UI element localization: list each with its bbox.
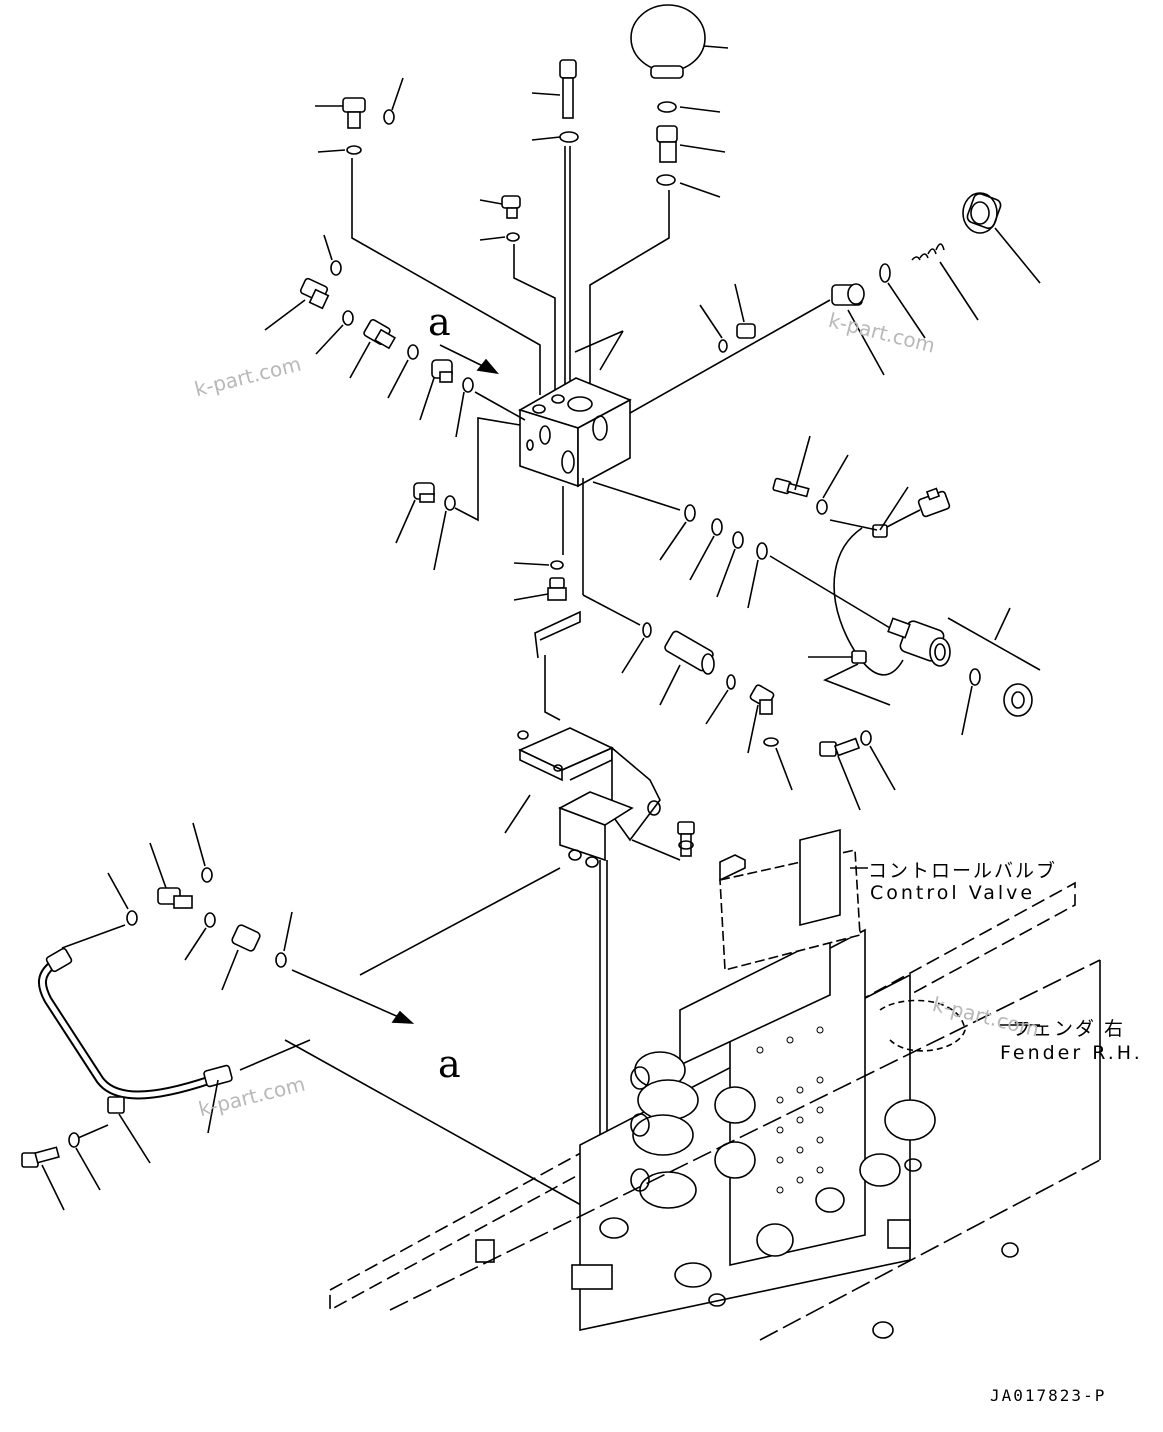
hose-clamp [107, 1096, 151, 1164]
bolt-harness [772, 435, 811, 498]
o-ring-row-3 [716, 531, 744, 598]
adapter-top [656, 125, 726, 163]
o-ring-right [879, 263, 926, 339]
o-ring-left-2 [387, 344, 419, 399]
mounting-bracket [504, 610, 681, 868]
plug-right-small [734, 283, 756, 339]
control-valve [329, 828, 1101, 1341]
o-ring-connector [705, 674, 736, 725]
o-ring-left-3 [455, 377, 474, 438]
connector-body [659, 630, 715, 706]
plug-left [419, 359, 453, 421]
adapter-hose [221, 924, 261, 991]
bolt-top [531, 59, 577, 119]
control-valve-label-ja: コントロールバルブ [868, 860, 1058, 882]
solenoid-valve [887, 607, 1041, 671]
fender-label-en: Fender R.H. [1000, 1042, 1143, 1064]
o-ring-hose-3 [184, 912, 216, 961]
valve-block [518, 377, 632, 488]
o-ring-mid-right [621, 622, 652, 674]
drawing-code: JA017823-P [990, 1386, 1107, 1405]
o-ring-right-small [699, 304, 728, 353]
o-ring-row-2 [689, 518, 723, 581]
nut-solenoid [1003, 683, 1033, 717]
o-ring-accumulator [657, 101, 721, 113]
elbow-fitting-top-left [315, 77, 404, 155]
o-ring-lower-left [433, 495, 456, 571]
fender-label-ja: フェンダ 右 [1012, 1018, 1126, 1040]
bolt-clamp [21, 1146, 65, 1211]
wire-harness [808, 486, 951, 706]
callout-a-bottom: a [438, 1042, 461, 1086]
o-ring-plug-small [479, 232, 520, 242]
o-ring-hose-2 [107, 872, 138, 926]
hydraulic-hose [38, 924, 233, 1134]
bolt-solenoid [819, 737, 861, 811]
o-ring-left-1 [315, 310, 354, 355]
elbow-connector [747, 684, 793, 791]
washer-top [531, 131, 579, 143]
plug-lower-left [395, 482, 435, 544]
plug-middle [513, 577, 567, 601]
washer-harness [816, 454, 849, 515]
washer-clamp [68, 1132, 101, 1191]
spring-right [911, 243, 979, 321]
washer-solenoid [860, 730, 896, 791]
bolt-bracket [677, 821, 695, 857]
nut-right [962, 192, 1041, 284]
o-ring-row-1 [659, 504, 696, 561]
o-ring-top [656, 174, 721, 198]
adapter-left [349, 319, 397, 379]
control-valve-label-en: Control Valve [870, 882, 1036, 904]
o-ring-row-4 [747, 542, 768, 609]
o-ring-hose-1 [192, 822, 213, 883]
o-ring-hose-4 [275, 911, 293, 968]
plug-small [479, 195, 521, 219]
washer-bracket [678, 840, 694, 850]
adapter-right [831, 283, 885, 376]
callout-a-top: a [428, 300, 451, 344]
accumulator [630, 4, 729, 79]
tee-fitting [149, 842, 193, 909]
o-ring-solenoid [961, 668, 981, 736]
elbow-fitting-left [264, 234, 342, 331]
o-ring-middle [513, 560, 564, 570]
